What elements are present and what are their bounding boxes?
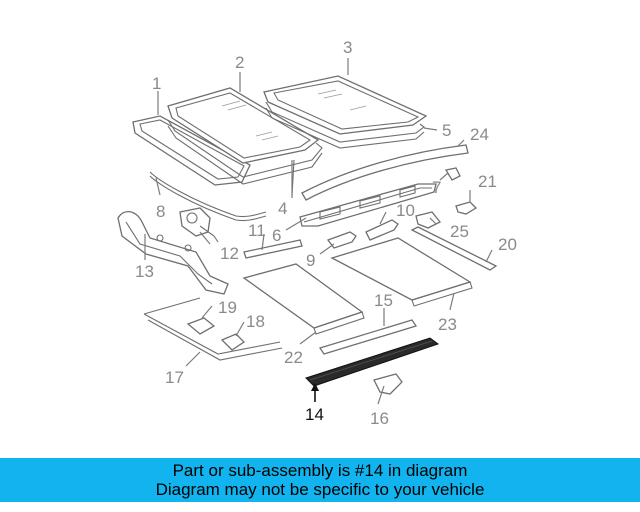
label-part-23: 23 — [438, 315, 457, 334]
part-8-strip — [149, 171, 267, 218]
caption-bar: Part or sub-assembly is #14 in diagram D… — [0, 458, 640, 502]
part-8-strip-b — [149, 175, 267, 222]
label-part-24: 24 — [470, 125, 489, 144]
label-part-19: 19 — [218, 298, 237, 317]
part-23-sunshade — [330, 237, 473, 307]
parts-diagram: 1 2 3 4 5 6 7 8 9 10 11 12 13 14 15 16 1… — [117, 38, 517, 428]
part-2-center-glass — [167, 87, 320, 164]
label-part-20: 20 — [498, 235, 517, 254]
label-part-25: 25 — [450, 222, 469, 241]
label-part-6: 6 — [272, 226, 281, 245]
label-part-8: 8 — [156, 202, 165, 221]
part-14-drain-channel — [305, 337, 440, 387]
part-6-side-rail — [299, 183, 437, 227]
part-25-bracket — [415, 211, 442, 229]
label-part-3: 3 — [343, 38, 352, 57]
label-part-12: 12 — [220, 244, 239, 263]
part-7-clip — [444, 167, 461, 181]
label-part-2: 2 — [235, 53, 244, 72]
label-part-5: 5 — [442, 121, 451, 140]
part-20-rail — [410, 226, 498, 271]
part-13-frame — [117, 211, 229, 295]
label-part-11: 11 — [248, 221, 266, 240]
part-18-bracket — [220, 333, 246, 351]
part-10-bracket — [365, 219, 399, 241]
part-5-rear-seal-inner — [265, 107, 425, 149]
caption-line-1: Part or sub-assembly is #14 in diagram — [172, 461, 468, 480]
part-11-small-rail — [243, 239, 303, 259]
part-17-frame — [143, 297, 283, 361]
part-12-motor — [179, 207, 219, 243]
label-part-14: 14 — [305, 405, 324, 424]
part-21-clip — [455, 201, 478, 215]
label-part-9: 9 — [306, 251, 315, 270]
part-16-bracket — [373, 373, 403, 395]
label-part-17: 17 — [165, 368, 184, 387]
label-part-4: 4 — [278, 199, 287, 218]
part-9-bracket — [326, 231, 357, 249]
label-part-1: 1 — [152, 74, 161, 93]
part-24-rail-strip — [301, 144, 469, 201]
label-part-18: 18 — [246, 312, 265, 331]
label-part-7: 7 — [432, 178, 441, 197]
part-15-rail — [318, 319, 418, 355]
part-5-rear-seal — [265, 101, 425, 143]
caption-line-2: Diagram may not be specific to your vehi… — [155, 480, 485, 499]
part-3-rear-glass — [263, 75, 428, 135]
part-14-arrow — [311, 383, 319, 402]
leader-lines — [144, 58, 493, 405]
label-part-21: 21 — [478, 172, 497, 191]
part-1-front-glass — [132, 115, 251, 186]
part-2-seal-frame — [167, 119, 323, 178]
label-part-10: 10 — [396, 201, 415, 220]
label-part-22: 22 — [284, 348, 303, 367]
label-part-13: 13 — [135, 262, 154, 281]
part-2-seal-frame-inner — [167, 125, 323, 185]
label-part-16: 16 — [370, 409, 389, 428]
part-19-bracket — [186, 317, 216, 335]
label-part-15: 15 — [374, 291, 393, 310]
